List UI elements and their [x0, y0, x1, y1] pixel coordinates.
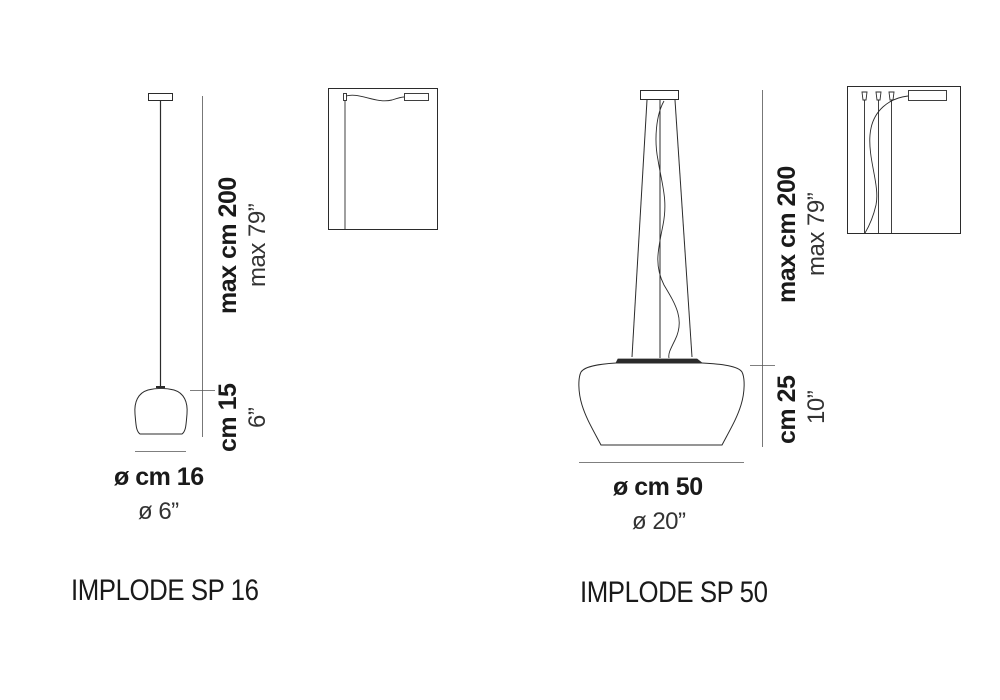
sp50-product-name: IMPLODE SP 50	[580, 576, 768, 609]
sp16-body-height-cm: cm 15	[214, 383, 242, 452]
sp16-body-height-in: 6”	[244, 407, 271, 428]
sp16-diameter-in: ø 6”	[138, 498, 179, 525]
sp50-shade	[578, 362, 745, 446]
sp16-diameter-cm: ø cm 16	[114, 463, 204, 491]
sp50-ceiling-canopy	[640, 90, 679, 100]
sp16-max-height-cm: max cm 200	[214, 177, 242, 314]
sp50-body-height-cm: cm 25	[773, 375, 801, 444]
sp50-max-height-cm: max cm 200	[773, 166, 801, 303]
sp16-ceiling-canopy	[148, 93, 173, 101]
sp50-body-height-in: 10”	[803, 390, 830, 424]
sp50-diameter-in: ø 20”	[632, 508, 686, 535]
sp16-max-height-in: max 79”	[244, 203, 271, 287]
sp50-diameter-cm: ø cm 50	[613, 473, 703, 501]
sp16-lamp-drawing	[134, 93, 188, 435]
sp50-dimension-lines	[579, 90, 775, 463]
sp50-lamp-drawing	[578, 90, 745, 446]
sp50-max-height-in: max 79”	[803, 192, 830, 276]
sp16-shade	[134, 388, 188, 435]
sp50-suspension-cable-left	[631, 99, 648, 358]
sp50-suspension-cable-right	[674, 99, 693, 358]
sp16-dimension-lines	[135, 96, 215, 452]
sp16-install-diagram	[328, 88, 438, 230]
sp16-product-name: IMPLODE SP 16	[71, 574, 259, 607]
sp50-install-diagram	[847, 86, 961, 234]
sp50-power-cord	[655, 100, 680, 359]
